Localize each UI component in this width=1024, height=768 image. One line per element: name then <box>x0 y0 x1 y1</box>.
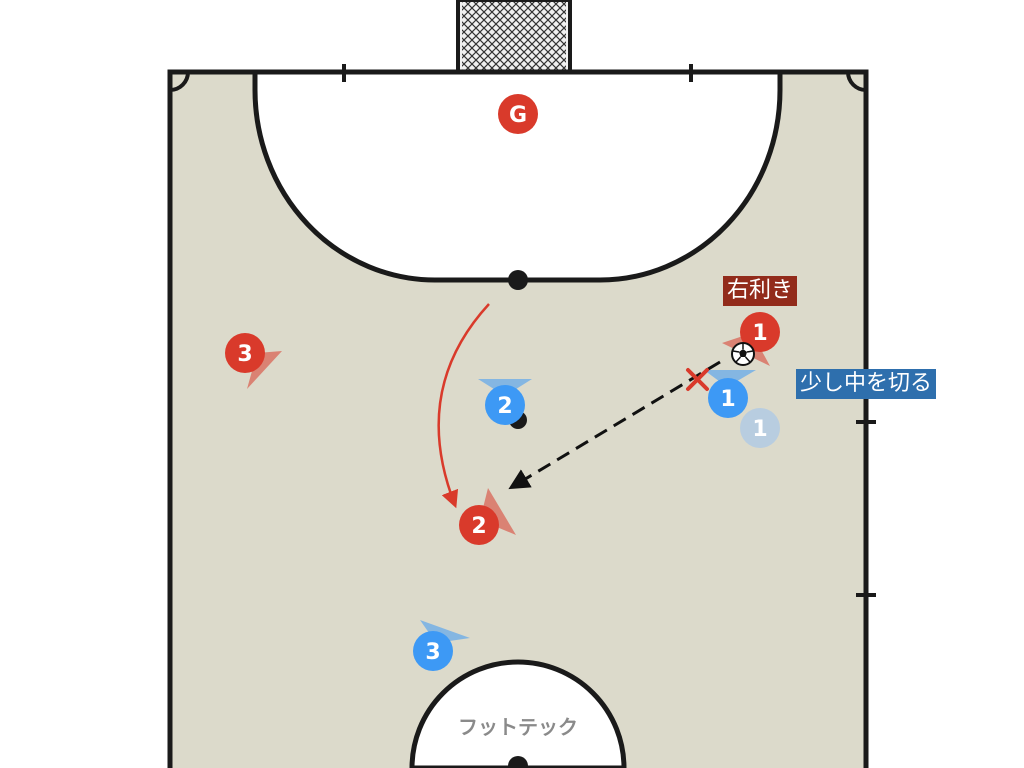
goal-net-icon <box>456 0 572 74</box>
svg-text:3: 3 <box>237 342 252 367</box>
defense-player-3-marker: 3 <box>413 631 453 671</box>
penalty-spot <box>508 270 528 290</box>
soccer-ball-icon <box>731 342 755 366</box>
watermark-text: フットテック <box>458 715 578 739</box>
svg-text:2: 2 <box>471 514 486 539</box>
attack-player-2-marker: 2 <box>459 505 499 545</box>
svg-text:3: 3 <box>425 640 440 665</box>
defense-player-1-marker: 1 <box>708 378 748 418</box>
run-arrow <box>437 303 490 509</box>
corner-arc-left <box>169 71 190 92</box>
pass-arrow <box>508 360 721 490</box>
cross-mark-icon <box>686 368 709 391</box>
corner-arc-right <box>846 71 867 92</box>
svg-text:2: 2 <box>497 394 512 419</box>
svg-text:1: 1 <box>752 417 767 442</box>
attack-goalkeeper-marker: G <box>498 94 538 134</box>
svg-text:1: 1 <box>720 387 735 412</box>
right-footed-label: 右利き <box>723 276 798 306</box>
center-circle <box>409 659 627 768</box>
defense-player-1-previous-marker: 1 <box>740 408 780 448</box>
svg-text:G: G <box>509 103 527 128</box>
cut-inside-label: 少し中を切る <box>796 369 937 399</box>
attack-player-1-marker: 1 <box>740 312 780 352</box>
defense-player-2-marker: 2 <box>485 385 525 425</box>
center-spot <box>508 756 528 768</box>
attack-player-3-marker: 3 <box>225 333 265 373</box>
svg-text:1: 1 <box>752 321 767 346</box>
penalty-area <box>252 69 783 283</box>
